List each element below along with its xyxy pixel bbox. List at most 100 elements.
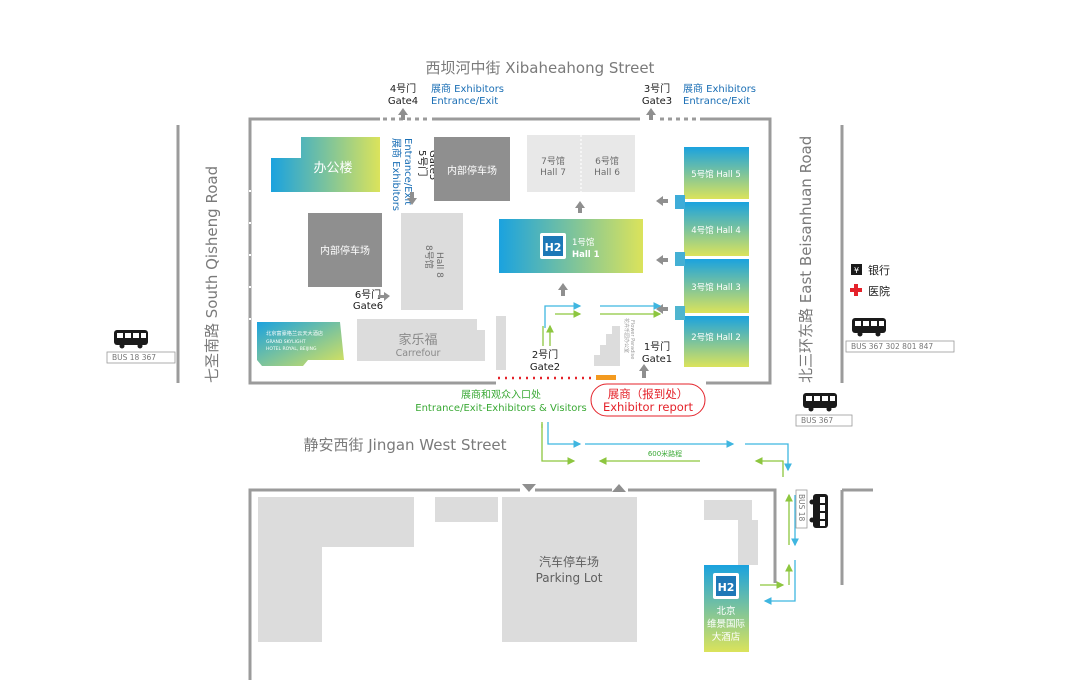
report-marker	[596, 375, 616, 380]
hall1-cn: 1号馆	[572, 237, 594, 248]
internal-parking-left: 内部停车场	[308, 213, 382, 287]
hall8-en: Hall 8	[434, 252, 444, 278]
hall4-label: 4号馆 Hall 4	[691, 225, 741, 236]
parking-lot-en: Parking Lot	[536, 571, 603, 585]
gate5-exhibitors: 展商 Exhibitors	[390, 138, 403, 211]
hall-8: 8号馆 Hall 8	[401, 213, 463, 310]
exhibitor-report-callout: 展商（报到处） Exhibitor report	[590, 383, 706, 417]
gate5-entrance-exit: Entrance/Exit	[402, 138, 413, 205]
flower-en: Flower Paradise	[629, 320, 635, 359]
internal-parking-left-label: 内部停车场	[320, 244, 370, 257]
bus-stop-west: BUS 18 367	[106, 330, 176, 364]
office-building: 办公楼	[271, 137, 380, 192]
h2-logo-hotel: H2	[718, 581, 735, 594]
route-lines-inner	[542, 302, 662, 346]
north-street-label: 西坝河中街 Xibaheahong Street	[426, 59, 655, 77]
legend: ¥ 银行 医院	[850, 263, 890, 298]
svg-text:¥: ¥	[854, 266, 859, 275]
gate2-en: Gate2	[530, 362, 560, 373]
arrow-to-hall2-icon	[656, 304, 668, 314]
bus-south-east-label: BUS 18	[797, 494, 806, 522]
flower-cn: 花卉乐园办公室	[623, 318, 630, 353]
gate4-exhibitors: 展商 Exhibitors	[431, 82, 504, 95]
gate1-arrow-icon	[639, 364, 649, 378]
gate5-en: Gate5	[427, 150, 438, 180]
gate5-arrow-icon	[407, 192, 417, 205]
hall1-en: Hall 1	[572, 250, 600, 260]
bus-gate-icon	[803, 393, 837, 412]
arrow-to-hall1-icon	[558, 283, 568, 296]
south-gate-left-icon	[522, 484, 536, 492]
gate4-arrow-icon	[398, 108, 408, 120]
visitors-entrance-cn: 展商和观众入口处	[461, 388, 541, 401]
report-en: Exhibitor report	[603, 400, 694, 414]
hall5-label: 5号馆 Hall 5	[691, 169, 741, 180]
hall3-label: 3号馆 Hall 3	[691, 282, 741, 293]
bus-gate-label: BUS 367	[801, 416, 833, 425]
bus-west-icon	[114, 330, 148, 349]
bus-stop-east: BUS 367 302 801 847	[845, 318, 955, 353]
walk-distance: 600米路程	[648, 449, 682, 458]
grand-hotel-cn: 北京富豪格兰云天大酒店	[266, 329, 323, 337]
office-label: 办公楼	[313, 161, 352, 176]
carrefour-cn: 家乐福	[398, 332, 437, 348]
west-street-label: 七圣南路 South Qisheng Road	[203, 166, 221, 383]
hotel-view-line3: 大酒店	[712, 631, 741, 643]
gate6-arrow-icon	[378, 292, 390, 301]
legend-hospital-label: 医院	[868, 284, 890, 298]
arrow-to-hall5-icon	[656, 196, 668, 206]
bus-stop-gate: BUS 367	[795, 393, 853, 427]
gate2-cn: 2号门	[532, 348, 558, 361]
gate6-cn: 6号门	[355, 288, 381, 301]
south-street-label: 静安西街 Jingan West Street	[303, 436, 506, 454]
gate5-cn: 5号门	[416, 150, 429, 176]
gate3-cn: 3号门	[644, 82, 670, 95]
gate3-arrow-icon	[646, 108, 656, 120]
east-halls: 5号馆 Hall 5 4号馆 Hall 4 3号馆 Hall 3 2号馆 Hal…	[675, 147, 749, 367]
road-lines	[176, 125, 873, 680]
bank-icon: ¥	[851, 264, 862, 275]
carrefour-en: Carrefour	[396, 348, 441, 359]
venue-outline	[248, 117, 772, 385]
bus-south-east-icon	[809, 494, 828, 528]
south-gate-right-icon	[612, 484, 626, 492]
arrow-to-hall7-icon	[575, 201, 585, 213]
internal-parking-top-label: 内部停车场	[447, 164, 497, 177]
legend-bank-label: 银行	[868, 263, 890, 277]
gate4-en: Gate4	[388, 96, 418, 107]
h2-logo-hall1: H2	[545, 241, 562, 254]
hotel-view-line2: 维景国际	[707, 618, 746, 630]
hall6-en: Hall 6	[594, 168, 620, 178]
gate3-en: Gate3	[642, 96, 672, 107]
grand-hotel-en1: GRAND SKYLIGHT	[266, 339, 306, 345]
carrefour-building: 家乐福 Carrefour	[357, 316, 506, 370]
bus-east-label: BUS 367 302 801 847	[851, 342, 933, 351]
gate4-cn: 4号门	[390, 82, 416, 95]
bus-stop-south-east: BUS 18	[795, 489, 828, 529]
hall7-en: Hall 7	[540, 168, 566, 178]
route-lines-outer	[541, 422, 799, 605]
hall-7-6: 7号馆 Hall 7 6号馆 Hall 6	[527, 135, 635, 192]
gate4-entrance-exit: Entrance/Exit	[431, 96, 498, 107]
east-street-label: 北三环东路 East Beisanhuan Road	[797, 136, 815, 383]
gate3-entrance-exit: Entrance/Exit	[683, 96, 750, 107]
report-cn: 展商（报到处）	[608, 387, 689, 401]
hotel-view-line1: 北京	[716, 605, 735, 617]
gate1-cn: 1号门	[644, 340, 670, 353]
arrow-to-hall4-icon	[656, 255, 668, 265]
gate6-en: Gate6	[353, 301, 383, 312]
bus-west-label: BUS 18 367	[112, 353, 156, 362]
parking-lot-cn: 汽车停车场	[539, 554, 599, 569]
grand-hotel-en2: HOTEL ROYAL, BEIJING	[266, 346, 317, 352]
bus-east-icon	[852, 318, 886, 337]
hall-1: H2 1号馆 Hall 1	[499, 219, 643, 273]
hall2-label: 2号馆 Hall 2	[691, 332, 741, 343]
gate1-en: Gate1	[642, 354, 672, 365]
hall8-cn: 8号馆	[423, 245, 435, 269]
hall-arrows	[558, 196, 668, 314]
hall6-cn: 6号馆	[595, 155, 619, 167]
grand-skylight-hotel: 北京富豪格兰云天大酒店 GRAND SKYLIGHT HOTEL ROYAL, …	[257, 322, 344, 366]
internal-parking-top: 内部停车场	[434, 137, 510, 201]
grand-view-hotel: H2 北京 维景国际 大酒店	[704, 565, 749, 652]
